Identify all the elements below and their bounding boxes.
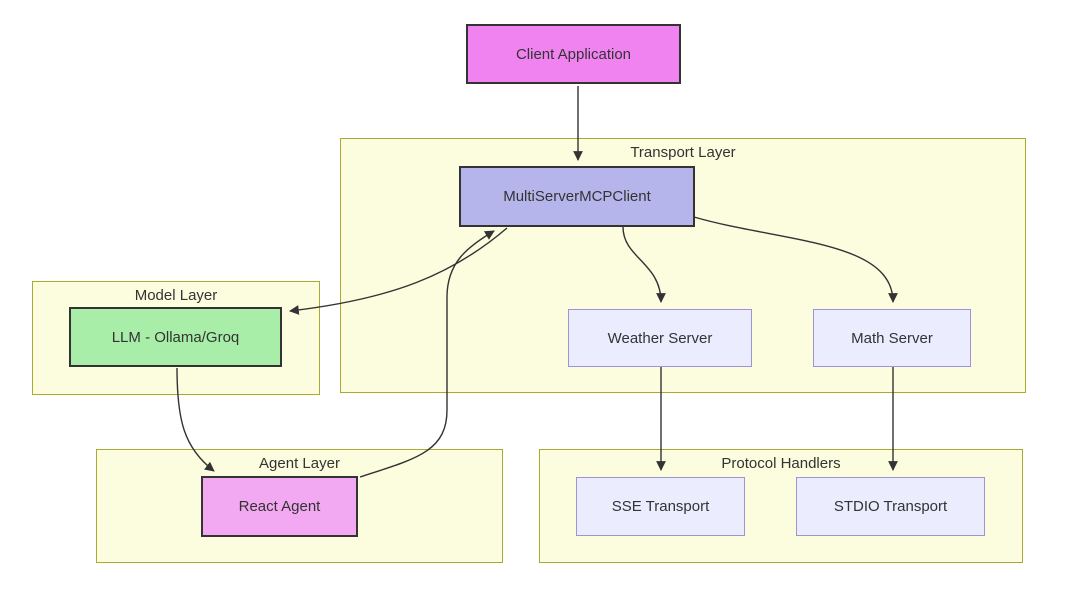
- edge-mcpclient-to-weather: [622, 226, 666, 303]
- node-react-agent-label: React Agent: [238, 498, 321, 515]
- edge-llm-to-reactagent: [176, 367, 215, 472]
- node-react-agent: React Agent: [201, 476, 358, 537]
- node-math-server: Math Server: [813, 309, 971, 367]
- edge-mcpclient-to-llm: [289, 227, 508, 315]
- node-llm-ollama-groq: LLM - Ollama/Groq: [69, 307, 282, 367]
- node-multiserver-mcp-client: MultiServerMCPClient: [459, 166, 695, 227]
- node-client-application: Client Application: [466, 24, 681, 84]
- cluster-transport-layer-label: Transport Layer: [630, 144, 736, 161]
- edge-reactagent-to-mcpclient: [359, 230, 495, 478]
- node-weather-server: Weather Server: [568, 309, 752, 367]
- node-client-application-label: Client Application: [515, 45, 632, 63]
- node-llm-ollama-groq-label: LLM - Ollama/Groq: [111, 328, 240, 346]
- node-multiserver-mcp-client-label: MultiServerMCPClient: [503, 188, 651, 205]
- node-math-server-label: Math Server: [851, 329, 933, 347]
- node-stdio-transport: STDIO Transport: [796, 477, 985, 536]
- cluster-protocol-handlers-label: Protocol Handlers: [721, 455, 841, 472]
- node-weather-server-label: Weather Server: [607, 329, 713, 347]
- node-sse-transport: SSE Transport: [576, 477, 745, 536]
- edge-mcpclient-to-math: [693, 216, 898, 303]
- cluster-agent-layer-label: Agent Layer: [259, 455, 340, 472]
- node-stdio-transport-label: STDIO Transport: [833, 498, 948, 515]
- node-sse-transport-label: SSE Transport: [611, 498, 710, 515]
- cluster-model-layer-label: Model Layer: [134, 287, 218, 304]
